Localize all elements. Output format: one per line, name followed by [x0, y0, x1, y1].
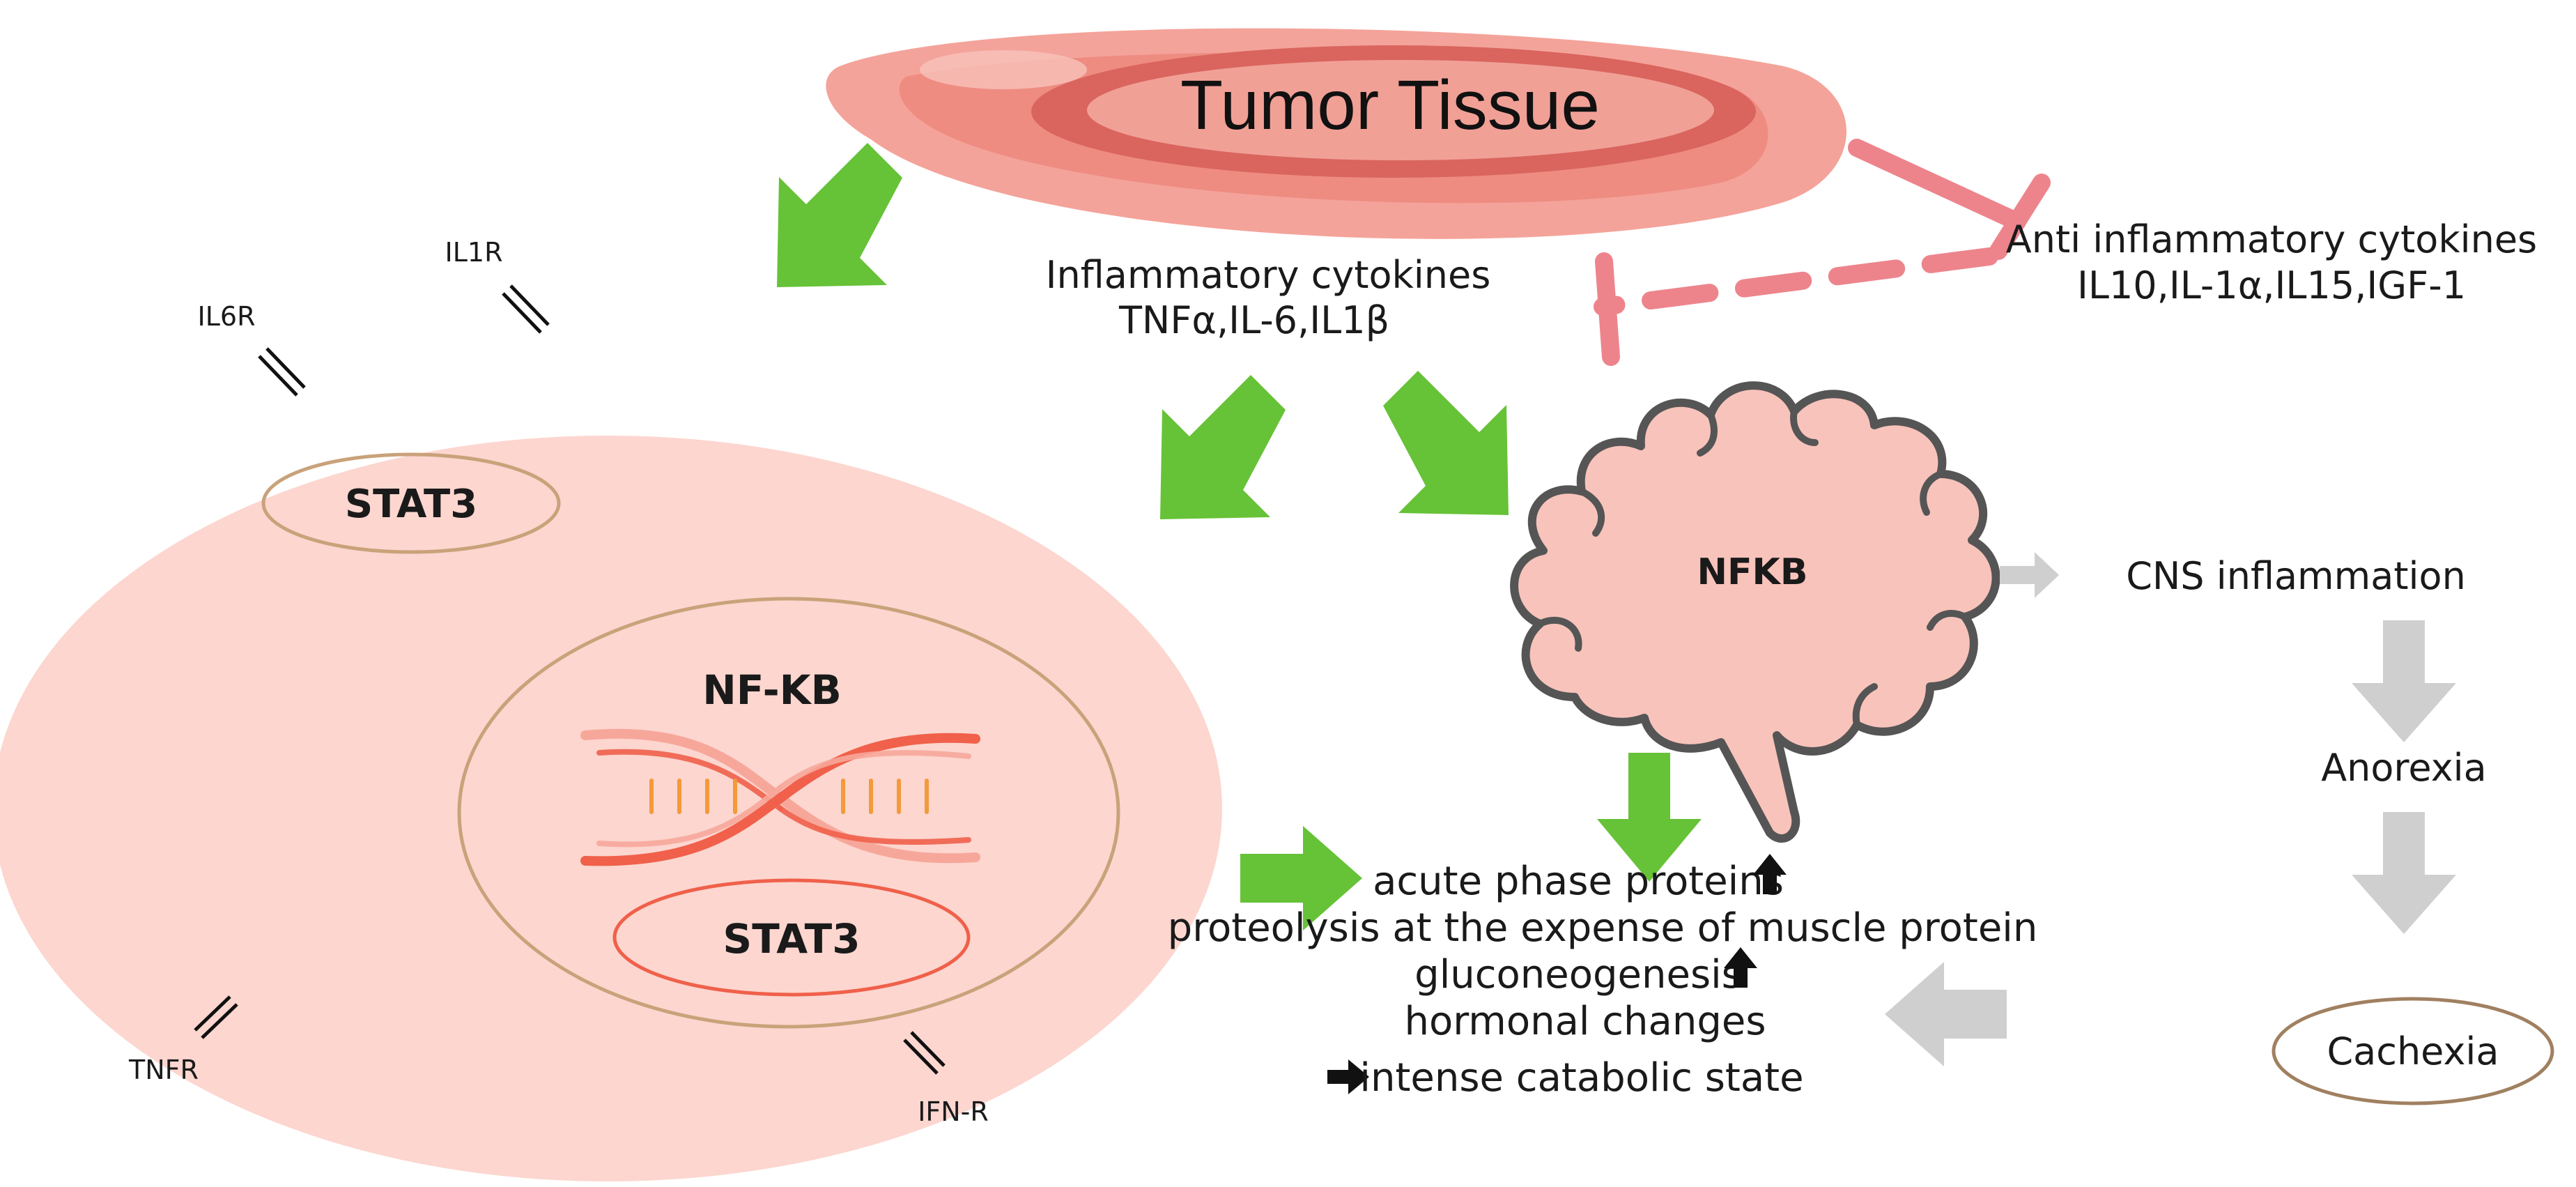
nfkb-nucleus-label: NF-KB — [702, 666, 842, 714]
effect-gluconeogenesis: gluconeogenesis — [1414, 952, 1742, 997]
tumor-highlight — [920, 50, 1087, 89]
anorexia-label: Anorexia — [2321, 746, 2487, 790]
brain-shape — [1510, 381, 2000, 843]
tnfr-label: TNFR — [128, 1055, 199, 1085]
grey-arrow-anorexia-to-cachexia — [2352, 812, 2456, 934]
green-arrow-tumor-to-cell — [777, 143, 902, 287]
brain-nfkb-label: NFKB — [1697, 551, 1808, 593]
cns-inflammation-label: CNS inflammation — [2126, 554, 2466, 598]
stat3-nucleus-label: STAT3 — [723, 915, 860, 963]
effect-proteolysis: proteolysis at the expense of muscle pro… — [1168, 905, 2038, 951]
inflammatory-cytokines-list: TNFα,IL-6,IL1β — [1118, 298, 1389, 342]
tumor-label: Tumor Tissue — [1180, 66, 1600, 144]
tumor-core — [1087, 60, 1714, 160]
grey-arrow-brain-to-cns — [2000, 552, 2059, 598]
tnfr-receptor-icon — [194, 995, 238, 1039]
il6r-receptor-icon — [258, 347, 306, 397]
stat3-cytoplasm-oval — [261, 452, 561, 554]
anti-inflammatory-list: IL10,IL-1α,IL15,IGF-1 — [2077, 263, 2466, 307]
cachexia-oval — [2272, 997, 2554, 1105]
anti-inflammatory-title: Anti inflammatory cytokines — [2006, 217, 2537, 261]
tumor-tissue: Tumor Tissue — [826, 28, 1846, 239]
nucleus — [457, 597, 1120, 1029]
il1r-label: IL1R — [445, 237, 503, 268]
il6r-label: IL6R — [198, 301, 256, 332]
ifnr-receptor-icon — [903, 1031, 946, 1075]
stat3-cytoplasm-label: STAT3 — [345, 482, 477, 527]
grey-arrow-cachexia-to-effects — [1885, 962, 2007, 1066]
grey-arrow-cns-to-anorexia — [2352, 620, 2456, 742]
effect-hormonal-changes: hormonal changes — [1404, 999, 1766, 1044]
dna-helix-icon — [580, 728, 980, 866]
inhibition-lines — [1594, 139, 2051, 366]
inhibit-anti-to-brain — [1594, 247, 1998, 316]
effect-catabolic-state: intense catabolic state — [1359, 1055, 1803, 1101]
green-arrows — [777, 143, 1702, 931]
grey-arrows — [1885, 552, 2456, 1066]
brain-icon: NFKB — [1510, 381, 2000, 843]
receptors — [194, 284, 946, 1075]
green-arrow-cell-to-effects — [1240, 826, 1362, 931]
il1r-receptor-icon — [502, 284, 550, 334]
green-arrow-brain-to-effects — [1597, 753, 1702, 882]
cachexia-label: Cachexia — [2327, 1029, 2499, 1073]
inhibit-bar-anti — [1989, 174, 2051, 260]
right-arrow-icon — [1327, 1059, 1369, 1094]
ifnr-label: IFN-R — [918, 1096, 989, 1127]
effects-list: acute phase proteins proteolysis at the … — [1168, 854, 2038, 1101]
inhibit-bar-brain — [1595, 252, 1620, 366]
stat3-nucleus-oval — [612, 878, 971, 997]
brain-folds — [1536, 408, 1968, 728]
inhibit-tumor-to-anti — [1848, 139, 2026, 231]
green-arrow-cytokines-to-cell — [1160, 375, 1286, 519]
inflammatory-cytokines-title: Inflammatory cytokines — [1046, 253, 1491, 297]
effect-acute-phase-proteins: acute phase proteins — [1373, 859, 1784, 904]
up-arrow-icon — [1724, 947, 1757, 988]
cell: STAT3 NF-KB STAT3 — [0, 436, 1222, 1181]
cell-body — [0, 436, 1222, 1181]
up-arrow-icon — [1753, 854, 1787, 894]
green-arrow-cytokines-to-brain — [1383, 371, 1509, 515]
